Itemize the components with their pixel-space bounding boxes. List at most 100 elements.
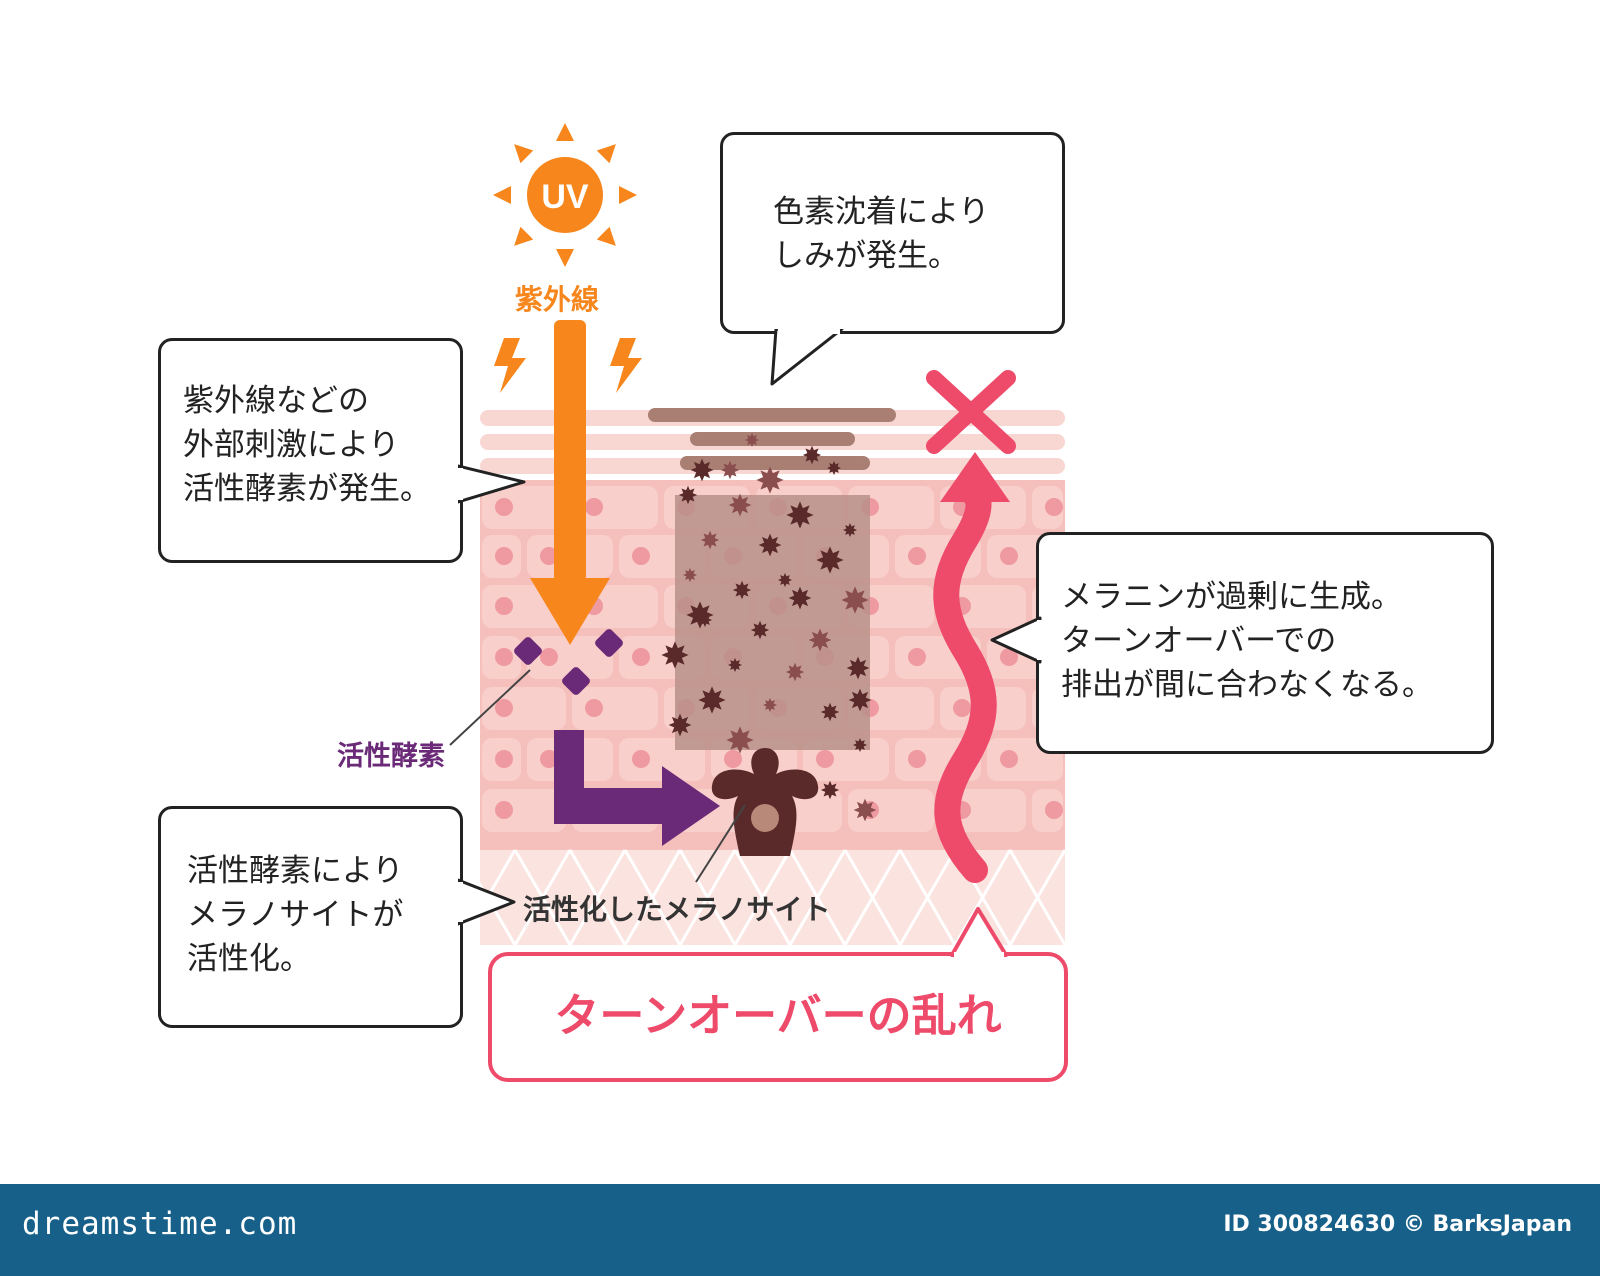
cell-nucleus	[1045, 801, 1063, 819]
cell-nucleus	[585, 498, 603, 516]
sun-label: UV	[541, 178, 589, 216]
callout-line: 活性酵素により	[187, 853, 404, 889]
sun-ray	[514, 226, 534, 246]
sun-ray	[596, 226, 616, 246]
melanin-granule	[756, 466, 784, 494]
cell-nucleus	[908, 648, 926, 666]
uv-label: 紫外線	[515, 283, 600, 316]
melanin-granule	[820, 780, 840, 800]
cell-nucleus	[724, 750, 742, 768]
callout-line: ターンオーバーでの	[1061, 623, 1337, 659]
melanin-granule	[728, 658, 742, 672]
callout-line: 外部刺激により	[183, 427, 400, 463]
cell-nucleus	[540, 547, 558, 565]
ros-label: 活性酵素	[337, 741, 445, 772]
melanin-granule	[778, 573, 792, 587]
sun-ray	[493, 186, 511, 204]
callout-tail	[458, 878, 516, 926]
callout-line: 活性酵素が発生。	[183, 471, 431, 507]
sun-ray	[596, 144, 616, 164]
melanocyte-label: 活性化したメラノサイト	[523, 893, 831, 926]
skin-cell	[482, 486, 566, 529]
melanin-granule	[758, 533, 782, 557]
turnover-title: ターンオーバーの乱れ	[554, 989, 1002, 1042]
footer-bar: dreamstime.com ID 300824630 © BarksJapan	[0, 1184, 1600, 1276]
cell-nucleus	[632, 547, 650, 565]
melanin-granule	[853, 798, 877, 822]
skin-cell	[572, 687, 658, 730]
cell-nucleus	[540, 648, 558, 666]
turnover-disruption-box: ターンオーバーの乱れ	[488, 952, 1068, 1082]
melanin-granule	[750, 620, 770, 640]
melanin-granule	[820, 702, 840, 722]
cell-nucleus	[632, 648, 650, 666]
callout-line: メラノサイトが	[187, 897, 404, 933]
melanin-granule	[841, 586, 869, 614]
skin-cell	[482, 687, 566, 730]
cell-nucleus	[953, 699, 971, 717]
cell-nucleus	[908, 750, 926, 768]
cell-nucleus	[495, 648, 513, 666]
melanocyte-icon	[711, 748, 819, 856]
callout-melanin: メラニンが過剰に生成。 ターンオーバーでの 排出が間に合わなくなる。	[1036, 532, 1494, 754]
turnover-wave-arrow	[933, 452, 1010, 883]
cell-nucleus	[1000, 547, 1018, 565]
callout-activation: 活性酵素により メラノサイトが 活性化。	[158, 806, 463, 1028]
melanin-granule	[827, 461, 841, 475]
melanin-granule	[808, 628, 832, 652]
cell-nucleus	[495, 547, 513, 565]
callout-line: メラニンが過剰に生成。	[1061, 579, 1402, 615]
melanin-granule	[728, 493, 752, 517]
skin-cell	[572, 486, 658, 529]
melanocyte-leader-line	[695, 804, 746, 883]
melanin-granule	[745, 433, 759, 447]
melanin-granule	[690, 458, 714, 482]
ros-leader-line	[449, 669, 531, 746]
melanin-granule	[786, 501, 814, 529]
melanin-granule	[853, 738, 867, 752]
cell-nucleus	[495, 699, 513, 717]
lightning-icon	[494, 338, 526, 393]
sun-ray	[556, 249, 574, 267]
melanin-granule	[686, 601, 714, 629]
activation-arrow	[554, 730, 720, 846]
callout-tail	[770, 329, 844, 386]
sun-ray	[619, 186, 637, 204]
cell-nucleus	[495, 597, 513, 615]
melanin-granule	[802, 445, 822, 465]
cell-nucleus	[540, 750, 558, 768]
footer-credit: ID 300824630 © BarksJapan	[1223, 1212, 1572, 1237]
melanin-granule	[700, 530, 720, 550]
cell-nucleus	[1045, 498, 1063, 516]
cell-nucleus	[495, 498, 513, 516]
melanin-granule	[848, 688, 872, 712]
melanin-granule	[843, 523, 857, 537]
cell-nucleus	[495, 801, 513, 819]
callout-tail	[458, 464, 526, 504]
sun-icon: UV	[493, 123, 637, 267]
cell-nucleus	[1000, 750, 1018, 768]
melanin-granule	[732, 580, 752, 600]
pigment-bar	[648, 408, 896, 422]
melanin-granule	[668, 713, 692, 737]
sun-ray	[514, 144, 534, 164]
diagram: UV 紫外線 活性酵素 活性化したメラノサイト	[158, 123, 1494, 1082]
callout-pigmentation: 色素沈着により しみが発生。	[720, 132, 1065, 334]
uv-arrow	[530, 320, 610, 645]
pigment-bar	[690, 432, 855, 446]
callout-line: 色素沈着により	[773, 194, 990, 230]
melanin-granule	[726, 726, 754, 754]
cell-nucleus	[908, 547, 926, 565]
callout-tail	[950, 907, 1008, 957]
cross-mark-icon	[926, 370, 1016, 454]
callout-uv-stimulus: 紫外線などの 外部刺激により 活性酵素が発生。	[158, 338, 463, 563]
cell-nucleus	[1000, 648, 1018, 666]
footer-site[interactable]: dreamstime.com	[22, 1206, 298, 1242]
callout-line: 活性化。	[187, 941, 311, 977]
lightning-icon	[610, 338, 642, 393]
skin-cell	[527, 636, 613, 679]
cell-nucleus	[585, 699, 603, 717]
callout-tail	[990, 616, 1042, 664]
callout-line: しみが発生。	[773, 238, 959, 274]
reactive-oxygen-icons	[514, 629, 623, 695]
